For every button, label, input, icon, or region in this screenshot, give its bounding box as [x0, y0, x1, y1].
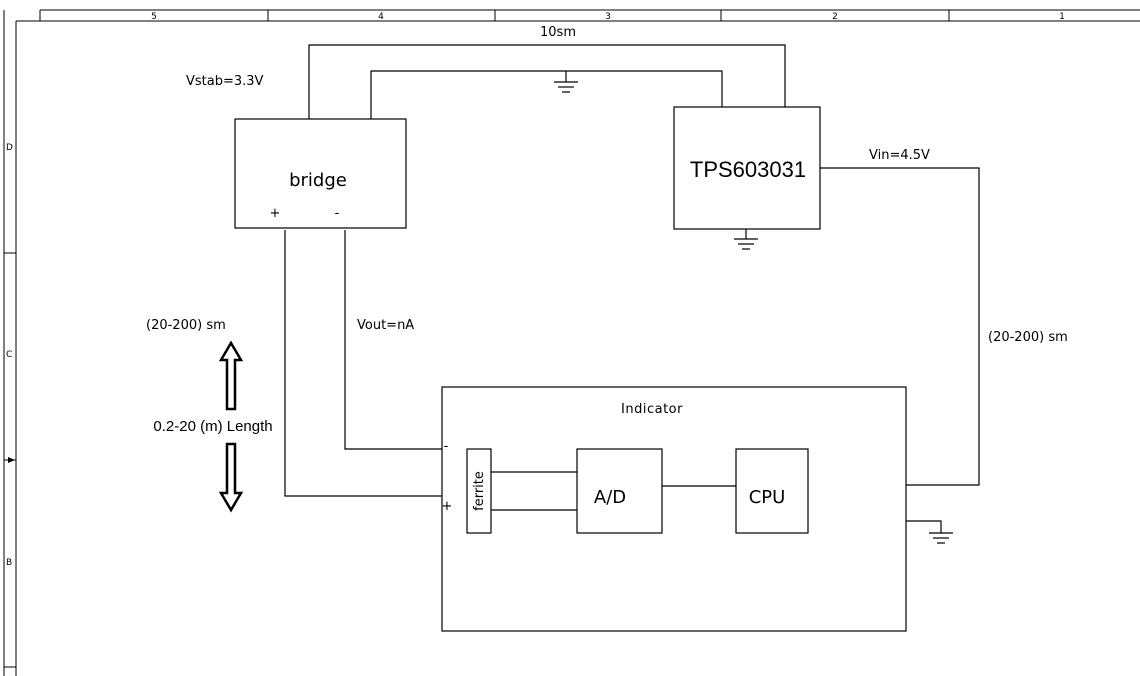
column-label: 1 [1059, 12, 1065, 22]
drawing-frame: 5 4 3 2 1 D C B [3, 9, 1140, 676]
adc-block: A/D [576, 448, 663, 534]
ground-icon [554, 81, 578, 93]
ground-icon [906, 520, 953, 544]
column-label: 2 [832, 12, 838, 22]
regulator-block: TPS603031 [673, 106, 821, 230]
ferrite-block: ferrite [466, 448, 492, 534]
indicator-plus-terminal: + [442, 499, 453, 514]
bridge-plus-wire [284, 230, 467, 497]
arrow-down-icon [218, 442, 244, 513]
ferrite-label: ferrite [472, 471, 487, 511]
vin-label: Vin=4.5V [869, 148, 930, 163]
cpu-block: CPU [735, 448, 809, 534]
row-label: D [6, 143, 13, 153]
top-cable-label: 10sm [540, 25, 576, 40]
vstab-label: Vstab=3.3V [186, 74, 264, 89]
bridge-minus-terminal: - [335, 206, 340, 221]
bridge-plus-terminal: + [270, 206, 281, 221]
length-label: 0.2-20 (m) Length [153, 418, 272, 435]
row-label: C [6, 350, 12, 360]
row-label: B [6, 558, 12, 568]
arrow-up-icon [218, 340, 244, 411]
supply-wire [820, 167, 980, 486]
indicator-minus-terminal: - [444, 439, 449, 454]
column-label: 4 [378, 12, 384, 22]
bridge-label: bridge [289, 170, 347, 191]
cpu-label: CPU [749, 487, 786, 508]
indicator-block: Indicator - + [441, 386, 907, 632]
left-cable-label: (20-200) sm [146, 318, 226, 333]
top-wires [308, 44, 786, 119]
adc-label: A/D [594, 487, 626, 508]
frame-center-arrow-icon [8, 457, 15, 463]
column-label: 5 [151, 12, 157, 22]
right-cable-label: (20-200) sm [988, 330, 1068, 345]
bridge-block: bridge + - [234, 118, 407, 229]
ground-icon [734, 229, 758, 250]
vout-label: Vout=nA [357, 318, 414, 333]
indicator-label: Indicator [621, 402, 683, 417]
regulator-label: TPS603031 [690, 157, 806, 182]
column-label: 3 [605, 12, 611, 22]
